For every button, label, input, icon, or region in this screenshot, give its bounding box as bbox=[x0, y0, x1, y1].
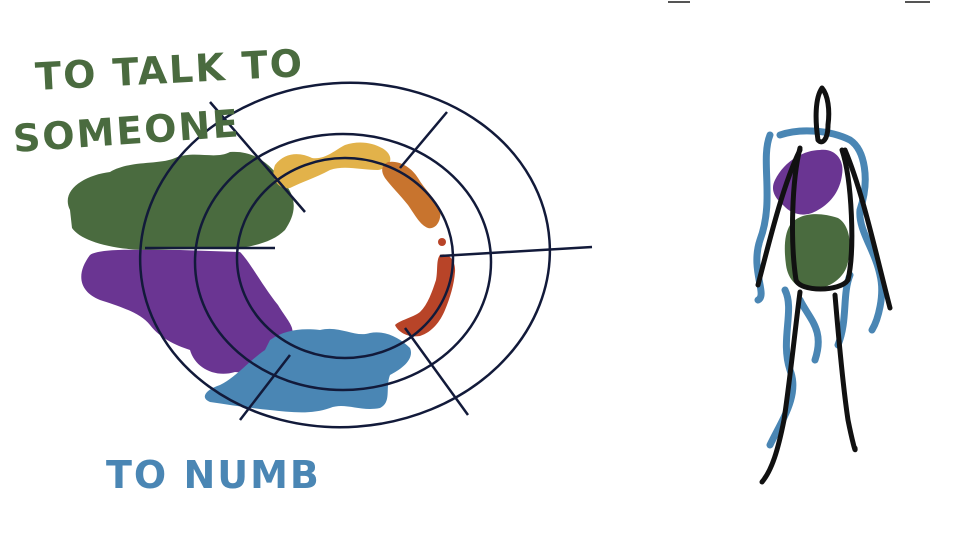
outer-ring bbox=[138, 81, 552, 429]
figure-left-arm bbox=[755, 147, 803, 288]
red-dot bbox=[438, 238, 446, 246]
label-to-talk-line1: TO TALK TO bbox=[34, 41, 305, 99]
figure-torso bbox=[790, 145, 855, 292]
figure-blue-scribble bbox=[753, 127, 886, 449]
inner-ring bbox=[235, 156, 455, 360]
divider-bottom-right bbox=[403, 327, 470, 416]
segment-orange bbox=[382, 161, 441, 229]
divider-bottom-left bbox=[239, 354, 291, 421]
divider-top-left bbox=[209, 101, 306, 213]
emotion-wheel-fills bbox=[67, 142, 456, 413]
figure-right-arm bbox=[842, 147, 893, 311]
segment-red bbox=[395, 254, 456, 337]
human-figure bbox=[753, 85, 893, 485]
label-to-talk-line2: SOMEONE bbox=[12, 101, 242, 161]
figure-purple-fill bbox=[772, 149, 843, 215]
middle-ring bbox=[193, 132, 493, 392]
divider-right bbox=[439, 245, 593, 258]
segment-blue bbox=[204, 328, 411, 413]
divider-top-right bbox=[399, 111, 448, 169]
figure-left-leg bbox=[759, 289, 803, 485]
figure-right-leg bbox=[832, 292, 858, 453]
segment-yellow bbox=[273, 142, 391, 189]
segment-green bbox=[67, 151, 294, 250]
figure-green-fill bbox=[784, 214, 850, 290]
figure-head bbox=[813, 85, 832, 145]
label-to-numb: TO NUMB bbox=[106, 453, 321, 497]
emotion-wheel-outline bbox=[138, 81, 593, 429]
